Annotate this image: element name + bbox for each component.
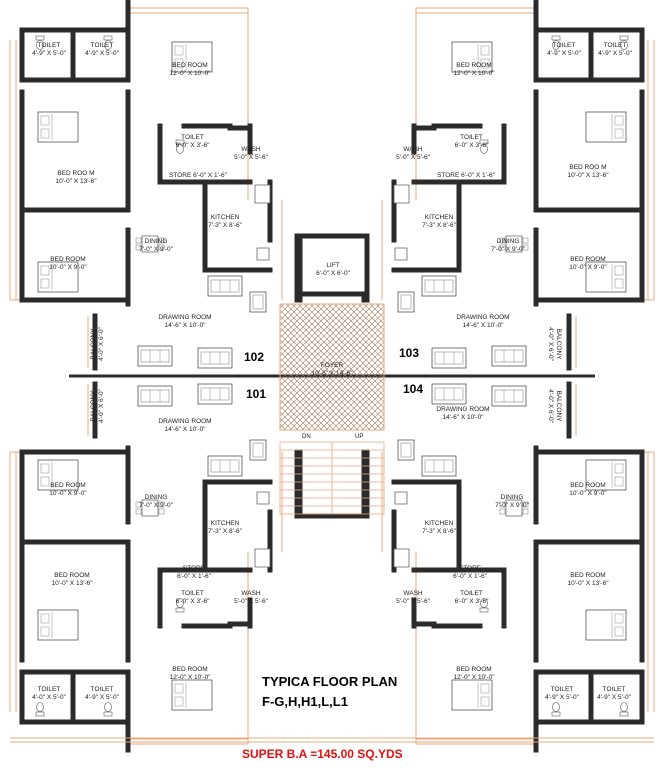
unit-number-101: 101 bbox=[246, 387, 267, 401]
plan-title: TYPICA FLOOR PLAN bbox=[262, 674, 398, 689]
store-label: STORE 6'-0" X 1'-6" bbox=[437, 172, 495, 179]
super-built-area: SUPER B.A =145.00 SQ.YDS bbox=[242, 747, 403, 761]
unit-number-102: 102 bbox=[244, 350, 265, 364]
stair-down-label: DN bbox=[302, 434, 311, 440]
plan-subtitle: F-G,H,H1,L,L1 bbox=[262, 694, 348, 709]
stair-up-label: UP bbox=[355, 434, 364, 440]
unit-number-103: 103 bbox=[399, 346, 420, 360]
unit-number-104: 104 bbox=[403, 382, 424, 396]
store-label: STORE 6'-0" X 1'-6" bbox=[169, 172, 227, 179]
